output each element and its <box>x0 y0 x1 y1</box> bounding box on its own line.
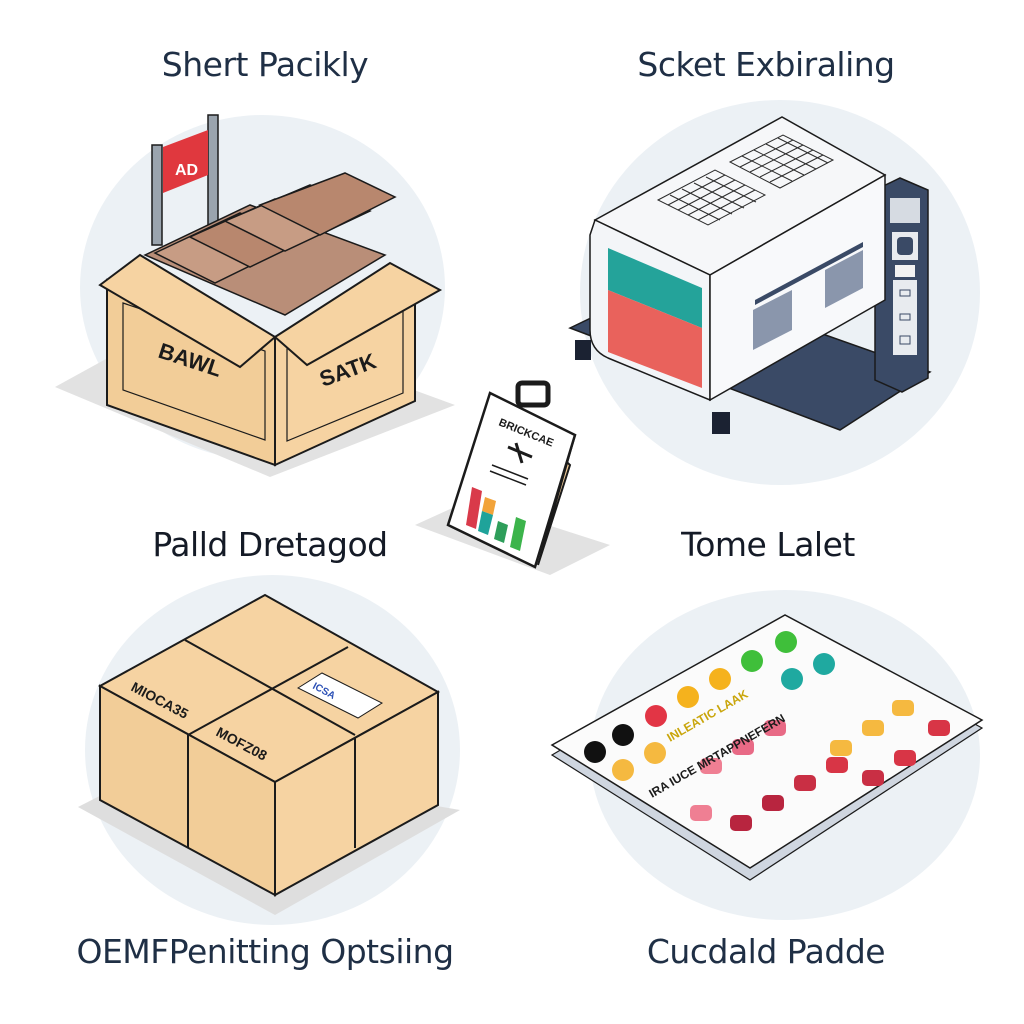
panel-title-top-right: Scket Exbiraling <box>637 45 895 84</box>
flag-text: AD <box>175 162 198 179</box>
open-box-illustration: AD BAWL SATK <box>45 105 465 485</box>
panel-title-middle-right: Tome Lalet <box>681 525 855 564</box>
panel-title-bottom-left: OEMFPenitting Optsiing <box>76 932 454 971</box>
sealed-box-illustration: MIOCA35 MOFZ08 ICSA <box>50 570 470 930</box>
machine-illustration <box>550 100 970 480</box>
swatch-tray-illustration: INLEATIC LAAK IRA IUCE MRTAPPNEFERN <box>540 590 1000 910</box>
panel-title-middle-left: Palld Dretagod <box>152 525 388 564</box>
panel-title-bottom-right: Cucdald Padde <box>646 932 886 971</box>
a-frame-sign-illustration: BRICKCAE <box>410 375 610 575</box>
panel-title-top-left: Shert Pacikly <box>161 45 369 84</box>
